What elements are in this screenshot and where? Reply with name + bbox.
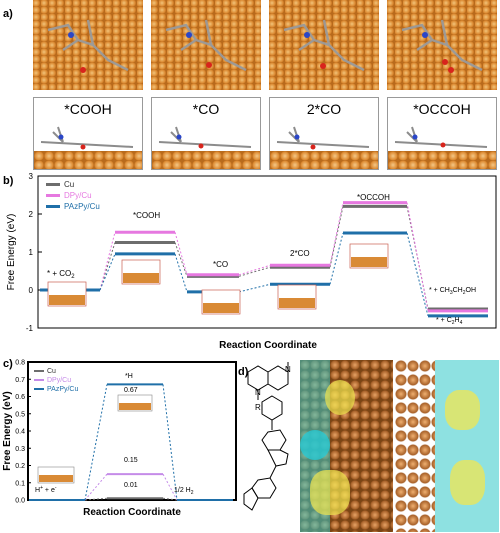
side-view-4: *OCCOH [387,97,497,170]
chart-b-ylabel: Free Energy (eV) [6,214,17,291]
annot-001: 0.01 [124,482,138,489]
chart-c-ylabel: Free Energy (eV) [2,391,13,470]
state-co: *CO [213,260,228,269]
legend-c-swatch-pazpy [34,388,44,390]
chart-c-tick-label: 0.7 [15,377,25,384]
connector-Cu-0 [99,242,116,291]
legend-c-swatch-cu [34,370,44,372]
chart-c-tick-label: 0.0 [15,498,25,505]
panel-b-letter: b) [3,175,14,187]
chart-c-tick-label: 0.8 [15,360,25,367]
reaction-inset-slab-2 [203,303,239,313]
connector-PAzPy/Cu-2 [238,283,271,293]
c-connector-DPy/Cu-0 [84,473,108,501]
state-h2: 1/2 H2 [174,487,194,496]
c-connector-PAzPy/Cu-1 [162,384,178,501]
reaction-inset-slab-4 [351,257,387,267]
legend-c-swatch-dpy [34,379,44,381]
side-view-3: 2*CO [269,97,379,170]
label-occoh: *OCCOH [413,101,471,117]
legend-c-cu: Cu [47,368,56,375]
c-connector-PAzPy/Cu-0 [84,384,108,501]
connector-DPy/Cu-4 [406,202,429,311]
connector-DPy/Cu-1 [174,232,188,275]
state-ethanol: * + CH3CH2OH [429,287,476,296]
chart-b: -1 0 1 2 3 Free Energy (eV) Reaction Coordin… [6,172,497,351]
connector-DPy/Cu-0 [99,232,116,291]
panel-a-structures: *COOH *CO 2*CO *OCCOH [33,0,499,170]
side-view-1: *COOH [33,97,143,170]
atom-r-right: R [285,360,291,362]
atom-n-left: N [255,388,261,397]
legend-cu: Cu [64,180,74,189]
top-view-4 [387,0,497,90]
chart-c-tick-label: 0.3 [15,446,25,453]
legend-swatch-cu [46,183,60,186]
state-cooh: *COOH [133,211,160,220]
state-h-star: *H [125,373,133,380]
state-2co: 2*CO [290,249,310,258]
annot-015: 0.15 [124,457,138,464]
connector-Cu-1 [174,242,188,277]
chart-c: 0.0 0.1 0.2 0.3 0.4 0.5 0.6 0.7 0.8 Free Energy … [2,360,237,518]
reaction-inset-slab-3 [279,298,315,308]
c-connector-DPy/Cu-1 [162,473,178,501]
label-cooh: *COOH [64,101,112,117]
legend-pazpy: PAzPy/Cu [64,202,100,211]
label-2co: 2*CO [306,101,342,117]
charge-density-left [300,360,393,532]
chart-c-tick-label: 0.2 [15,463,25,470]
panel-d-letter: d) [238,366,249,378]
connector-PAzPy/Cu-0 [99,253,116,291]
top-view-3 [269,0,379,90]
chart-b-xlabel: Reaction Coordinate [219,340,317,351]
panel-c-letter: c) [3,358,13,370]
connector-Cu-2 [238,266,271,277]
top-view-1 [33,0,143,90]
legend-swatch-pazpy [46,205,60,208]
reaction-inset-slab-0 [49,295,85,305]
chart-c-tick-label: 0.4 [15,429,25,436]
connector-PAzPy/Cu-1 [174,253,188,293]
connector-Cu-3 [329,206,344,268]
chart-b-tick-label: 1 [29,248,34,257]
panel-a-letter: a) [3,8,13,20]
molecule-overlays [47,19,483,73]
chart-b-tick-label: 2 [29,210,34,219]
chart-c-xlabel: Reaction Coordinate [83,507,181,518]
chart-b-tick-label: 0 [29,286,34,295]
chart-c-tick-label: 0.5 [15,411,25,418]
chart-b-legend: Cu DPy/Cu PAzPy/Cu [46,180,100,211]
connector-PAzPy/Cu-4 [406,232,429,316]
chart-b-tick-label: 3 [29,172,34,181]
state-occoh: *OCCOH [357,193,390,202]
atom-r-left: R [255,403,261,412]
legend-dpy: DPy/Cu [64,191,92,200]
top-view-2 [151,0,261,90]
charge-density-right [395,360,499,532]
reaction-inset-slab-1 [123,273,159,283]
atom-n-right: N [285,365,291,374]
chart-c-tick-label: 0.6 [15,394,25,401]
panel-d-molecule: N N R R [243,360,291,511]
connector-DPy/Cu-3 [329,202,344,266]
chart-b-tick-label: -1 [26,324,34,333]
legend-c-pazpy: PAzPy/Cu [47,386,78,393]
connector-PAzPy/Cu-3 [329,232,344,285]
side-molecules [40,126,488,150]
side-view-2: *CO [151,97,261,170]
chart-c-tick-label: 0.1 [15,480,25,487]
chart-c-legend: Cu DPy/Cu PAzPy/Cu [34,368,78,393]
state-h-ion: H+ + e- [35,485,57,494]
state-co2: * + CO2 [47,269,75,280]
legend-c-dpy: DPy/Cu [47,377,71,384]
label-co: *CO [192,101,220,117]
connector-DPy/Cu-2 [238,264,271,276]
state-ethylene: * + C2H4 [436,317,463,326]
legend-swatch-dpy [46,194,60,197]
annot-067: 0.67 [124,387,138,394]
